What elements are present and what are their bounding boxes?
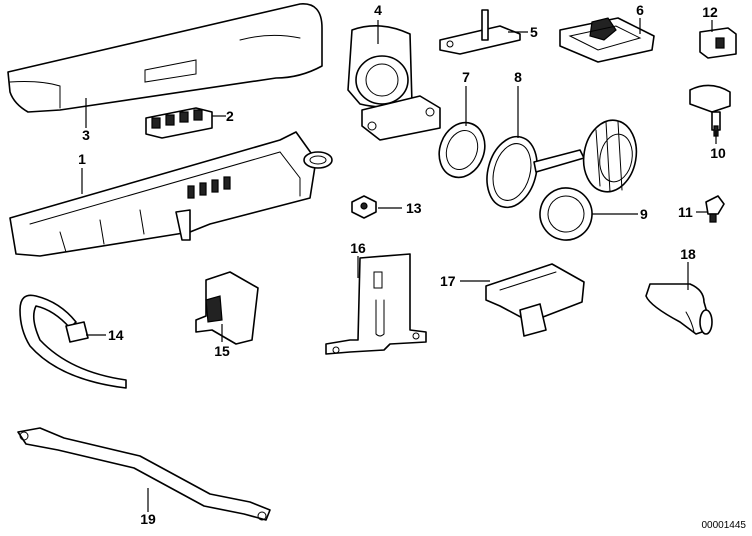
callout-1: 1 — [78, 151, 86, 167]
callout-10: 10 — [710, 145, 726, 161]
callout-9: 9 — [640, 206, 648, 222]
callout-13: 13 — [406, 200, 422, 216]
part-14-cable-strap — [19, 294, 127, 389]
part-17-mount — [485, 263, 585, 337]
callout-8: 8 — [514, 69, 522, 85]
callout-15: 15 — [214, 343, 230, 359]
diagram-reference-number: 00001445 — [702, 520, 747, 531]
part-4-lock-housing — [347, 25, 441, 141]
part-7-ring — [438, 121, 486, 179]
callout-6: 6 — [636, 2, 644, 18]
callout-19: 19 — [140, 511, 156, 527]
callout-12: 12 — [702, 4, 718, 20]
callout-7: 7 — [462, 69, 470, 85]
callout-18: 18 — [680, 246, 696, 262]
part-5-bracket — [439, 9, 521, 55]
callout-16: 16 — [350, 240, 366, 256]
callout-2: 2 — [226, 108, 234, 124]
part-9-knob-ring — [539, 119, 638, 241]
part-8-gasket — [486, 135, 585, 209]
callout-4: 4 — [374, 2, 382, 18]
part-1-column-lower-trim — [9, 131, 333, 257]
part-18-boot — [645, 283, 713, 335]
callout-labels: 1 2 3 4 5 6 7 8 9 10 11 12 13 14 15 16 1… — [78, 2, 726, 527]
part-3-column-upper-trim — [7, 3, 323, 113]
part-19-strap — [17, 427, 271, 521]
part-10-clip — [689, 84, 731, 137]
callout-17: 17 — [440, 273, 456, 289]
callout-5: 5 — [530, 24, 538, 40]
part-2-connector — [145, 107, 213, 139]
part-16-bracket-plate — [325, 253, 427, 355]
callout-14: 14 — [108, 327, 124, 343]
callout-3: 3 — [82, 127, 90, 143]
part-15-clip-bracket — [195, 271, 259, 345]
part-11-fitting — [705, 195, 725, 223]
callout-11: 11 — [678, 204, 693, 220]
part-6-plate — [559, 17, 655, 63]
part-12-clip — [699, 27, 737, 59]
part-13-nut — [351, 195, 377, 219]
leader-lines — [81, 18, 717, 512]
